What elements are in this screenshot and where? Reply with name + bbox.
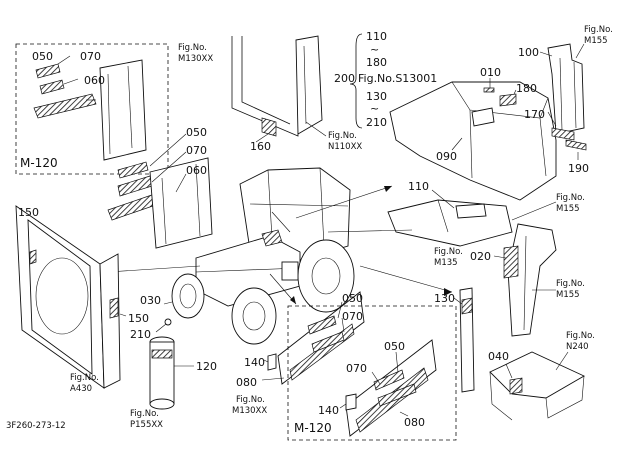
washer-part (164, 318, 172, 326)
callout-130-b: 130 (434, 292, 455, 305)
fig-ref-n110xx-2: N110XX (328, 142, 362, 152)
group-box-top-left (15, 43, 169, 175)
fig-ref-m155-top-1: Fig.No. (584, 25, 613, 35)
fig-ref-m155-low-1: Fig.No. (556, 279, 585, 289)
callout-140-a: 140 (244, 356, 265, 369)
callout-090: 090 (436, 150, 457, 163)
decal-set-bottom (345, 339, 437, 437)
group-label-top-left: M-120 (20, 156, 58, 170)
callout-050-a: 050 (32, 50, 53, 63)
fig-ref-p155xx-1: Fig.No. (130, 409, 159, 419)
fig-ref-m130xx-bot-2: M130XX (232, 406, 267, 416)
exhaust-pipe (547, 43, 587, 151)
radiator-frame (15, 205, 121, 389)
callout-180-series: 180 (366, 56, 387, 69)
figure-id: 3F260-273-12 (6, 421, 66, 431)
side-panel-top-left (99, 59, 147, 161)
tractor-body (171, 167, 355, 345)
callout-020: 020 (470, 250, 491, 263)
decal-set-top-left (33, 63, 97, 119)
fig-ref-m135-1: Fig.No. (434, 247, 463, 257)
callout-120: 120 (196, 360, 217, 373)
callout-130-series: 130 (366, 90, 387, 103)
muffler-stack (149, 336, 175, 410)
callout-180-b: 180 (516, 82, 537, 95)
fig-ref-m130xx-top-1: Fig.No. (178, 43, 207, 53)
callout-150-b: 150 (128, 312, 149, 325)
callout-210-b: 210 (130, 328, 151, 341)
fig-ref-m155-mid-2: M155 (556, 204, 580, 214)
side-panel-right (387, 199, 513, 247)
tilde-bottom: ~ (370, 102, 379, 115)
fig-ref-m155-mid-1: Fig.No. (556, 193, 585, 203)
callout-070-d: 070 (346, 362, 367, 375)
fig-ref-m130xx-bot-1: Fig.No. (236, 395, 265, 405)
callout-080-a: 080 (236, 376, 257, 389)
callout-200: 200 (334, 72, 355, 85)
brace (349, 33, 363, 129)
callout-170: 170 (524, 108, 545, 121)
callout-050-b: 050 (186, 126, 207, 139)
fig-ref-m135-2: M135 (434, 258, 458, 268)
fig-ref-a430-1: Fig.No. (70, 373, 99, 383)
tilde-top: ~ (370, 43, 379, 56)
fig-ref-p155xx-2: P155XX (130, 420, 163, 430)
callout-110-b: 110 (408, 180, 429, 193)
fig-ref-m155-top-2: M155 (584, 36, 608, 46)
callout-070-b: 070 (186, 144, 207, 157)
fig-ref-n110xx-1: Fig.No. (328, 131, 357, 141)
callout-030: 030 (140, 294, 161, 307)
callout-190: 190 (568, 162, 589, 175)
fig-ref-a430-2: A430 (70, 384, 92, 394)
callout-010: 010 (480, 66, 501, 79)
fig-ref-m155-low-2: M155 (556, 290, 580, 300)
callout-110-series: 110 (366, 30, 387, 43)
callout-060-b: 060 (186, 164, 207, 177)
arrow-radiator (107, 265, 201, 273)
step-bracket (489, 351, 585, 421)
callout-080-b: 080 (404, 416, 425, 429)
callout-070-a: 070 (80, 50, 101, 63)
cab-rear-panel (231, 35, 323, 137)
group-box-bottom (287, 305, 457, 441)
fig-ref-n240-2: N240 (566, 342, 589, 352)
fig-ref-m130xx-top-2: M130XX (178, 54, 213, 64)
group-label-bottom: M-120 (294, 421, 332, 435)
callout-070-c: 070 (342, 310, 363, 323)
callout-210-series: 210 (366, 116, 387, 129)
side-panel-middle (149, 157, 213, 249)
fig-ref-n240-1: Fig.No. (566, 331, 595, 341)
callout-100: 100 (518, 46, 539, 59)
hood-assembly (389, 81, 557, 201)
callout-140-b: 140 (318, 404, 339, 417)
callout-060-a: 060 (84, 74, 105, 87)
rear-pillar (459, 287, 475, 393)
side-panel-lower (267, 291, 365, 385)
callout-160: 160 (250, 140, 271, 153)
callout-150-a: 150 (18, 206, 39, 219)
fig-ref-s13001: Fig.No.S13001 (358, 72, 437, 85)
callout-050-d: 050 (384, 340, 405, 353)
fender-right (503, 223, 557, 337)
callout-050-c: 050 (342, 292, 363, 305)
callout-040: 040 (488, 350, 509, 363)
